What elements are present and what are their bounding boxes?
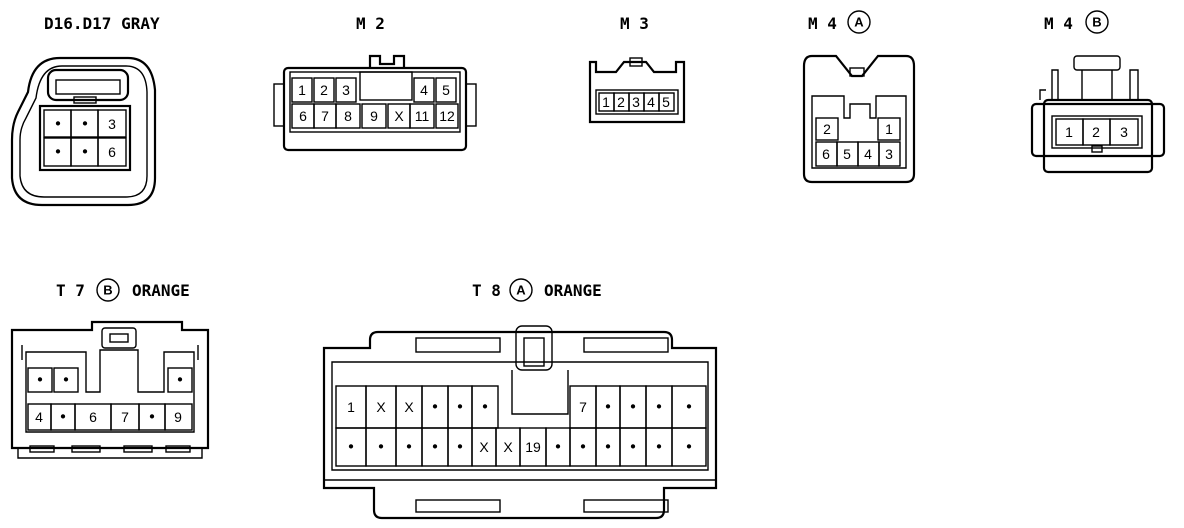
- m4a-pin: 2: [823, 121, 831, 137]
- m3-pin: 5: [662, 94, 670, 110]
- m2-pin: 12: [439, 108, 455, 124]
- connector-m4b: M 4 B 1 2 3: [1030, 10, 1166, 174]
- m4a-pin: 1: [885, 121, 893, 137]
- t8a-pin: •: [605, 439, 610, 456]
- t8a-pin: •: [656, 439, 661, 456]
- t7b-pin: •: [177, 372, 182, 389]
- m2-pin: 3: [342, 82, 350, 98]
- connector-m2: M 2 1 2 3 4 5 6 7 8 9 X 11 12: [273, 14, 477, 152]
- t7b-pin: 4: [35, 409, 43, 425]
- connector-t8a-suffix: ORANGE: [544, 281, 602, 300]
- connector-t7b-suffix: ORANGE: [132, 281, 190, 300]
- t7b-pin: 7: [121, 409, 129, 425]
- t8a-pin: 7: [579, 399, 587, 415]
- t8a-pin: X: [376, 399, 386, 415]
- t7b-pin: •: [149, 409, 154, 426]
- connector-m2-label: M 2: [356, 14, 385, 33]
- connector-d16-label: D16.D17 GRAY: [44, 14, 160, 33]
- t8a-pin: •: [630, 439, 635, 456]
- t8a-pin: •: [555, 439, 560, 456]
- t8a-pin: •: [580, 439, 585, 456]
- t8a-pin: •: [656, 399, 661, 416]
- m4b-pin: 3: [1120, 124, 1128, 140]
- connector-t8a: T 8 A ORANGE 1 X X • • • 7 • •: [322, 278, 718, 520]
- connector-d16-d17: D16.D17 GRAY • • 3 • • 6: [10, 14, 160, 207]
- m3-pin: 4: [647, 94, 655, 110]
- m2-pin: 11: [415, 108, 430, 124]
- t8a-pin: •: [406, 439, 411, 456]
- t8a-pin: •: [378, 439, 383, 456]
- m2-pin: 4: [420, 82, 428, 98]
- m4b-badge: B: [1092, 15, 1101, 30]
- t8a-pin: 1: [347, 399, 355, 415]
- connector-m4b-label: M 4: [1044, 14, 1073, 33]
- t8a-pin: •: [457, 439, 462, 456]
- m3-pin: 2: [617, 94, 625, 110]
- t8a-pin: 19: [525, 439, 541, 455]
- t7b-pin: •: [63, 372, 68, 389]
- t8a-pin: X: [479, 439, 489, 455]
- m2-pin: 9: [370, 108, 378, 124]
- t8a-pin: •: [457, 399, 462, 416]
- m4b-pin: 2: [1092, 124, 1100, 140]
- m3-pin: 3: [632, 94, 640, 110]
- m4a-pin: 5: [843, 146, 851, 162]
- t8a-pin: •: [432, 399, 437, 416]
- t8a-pin: •: [432, 439, 437, 456]
- t8a-pin: •: [630, 399, 635, 416]
- d16-pin: •: [55, 116, 60, 133]
- m4a-pin: 3: [885, 146, 893, 162]
- t7b-pin: 6: [89, 409, 97, 425]
- d16-pin: 6: [108, 144, 116, 160]
- m2-pin: 2: [320, 82, 328, 98]
- t8a-badge: A: [516, 283, 526, 298]
- m2-pin: 8: [344, 108, 352, 124]
- t8a-pin: X: [404, 399, 414, 415]
- t8a-pin: X: [503, 439, 513, 455]
- connector-m4a: M 4 A 2 1 6 5 4 3: [802, 10, 916, 184]
- t7b-pin: 9: [174, 409, 182, 425]
- t8a-pin: •: [605, 399, 610, 416]
- m4a-pin: 6: [822, 146, 830, 162]
- connector-m3-label: M 3: [620, 14, 649, 33]
- d16-pin: 3: [108, 116, 116, 132]
- t7b-pin: •: [60, 409, 65, 426]
- t7b-pin: •: [37, 372, 42, 389]
- t8a-pin: •: [482, 399, 487, 416]
- t7b-badge: B: [103, 283, 112, 298]
- t8a-pin: •: [348, 439, 353, 456]
- m2-pin: 1: [298, 82, 306, 98]
- t8a-pin: •: [686, 399, 691, 416]
- connector-t7b-label: T 7: [56, 281, 85, 300]
- m4a-badge: A: [854, 15, 864, 30]
- m2-pin: X: [394, 108, 404, 124]
- connector-t8a-label: T 8: [472, 281, 501, 300]
- d16-pin: •: [82, 116, 87, 133]
- m2-pin: 6: [299, 108, 307, 124]
- d16-pin: •: [55, 144, 60, 161]
- m2-pin: 7: [321, 108, 329, 124]
- d16-pin: •: [82, 144, 87, 161]
- m4a-pin: 4: [864, 146, 872, 162]
- connector-t7b: T 7 B ORANGE • • • 4 • 6 7 • 9: [10, 278, 210, 459]
- m3-pin: 1: [602, 94, 610, 110]
- m4b-pin: 1: [1065, 124, 1073, 140]
- t8a-pin: •: [686, 439, 691, 456]
- connector-m3: M 3 1 2 3 4 5: [588, 14, 686, 124]
- m2-pin: 5: [442, 82, 450, 98]
- connector-m4a-label: M 4: [808, 14, 837, 33]
